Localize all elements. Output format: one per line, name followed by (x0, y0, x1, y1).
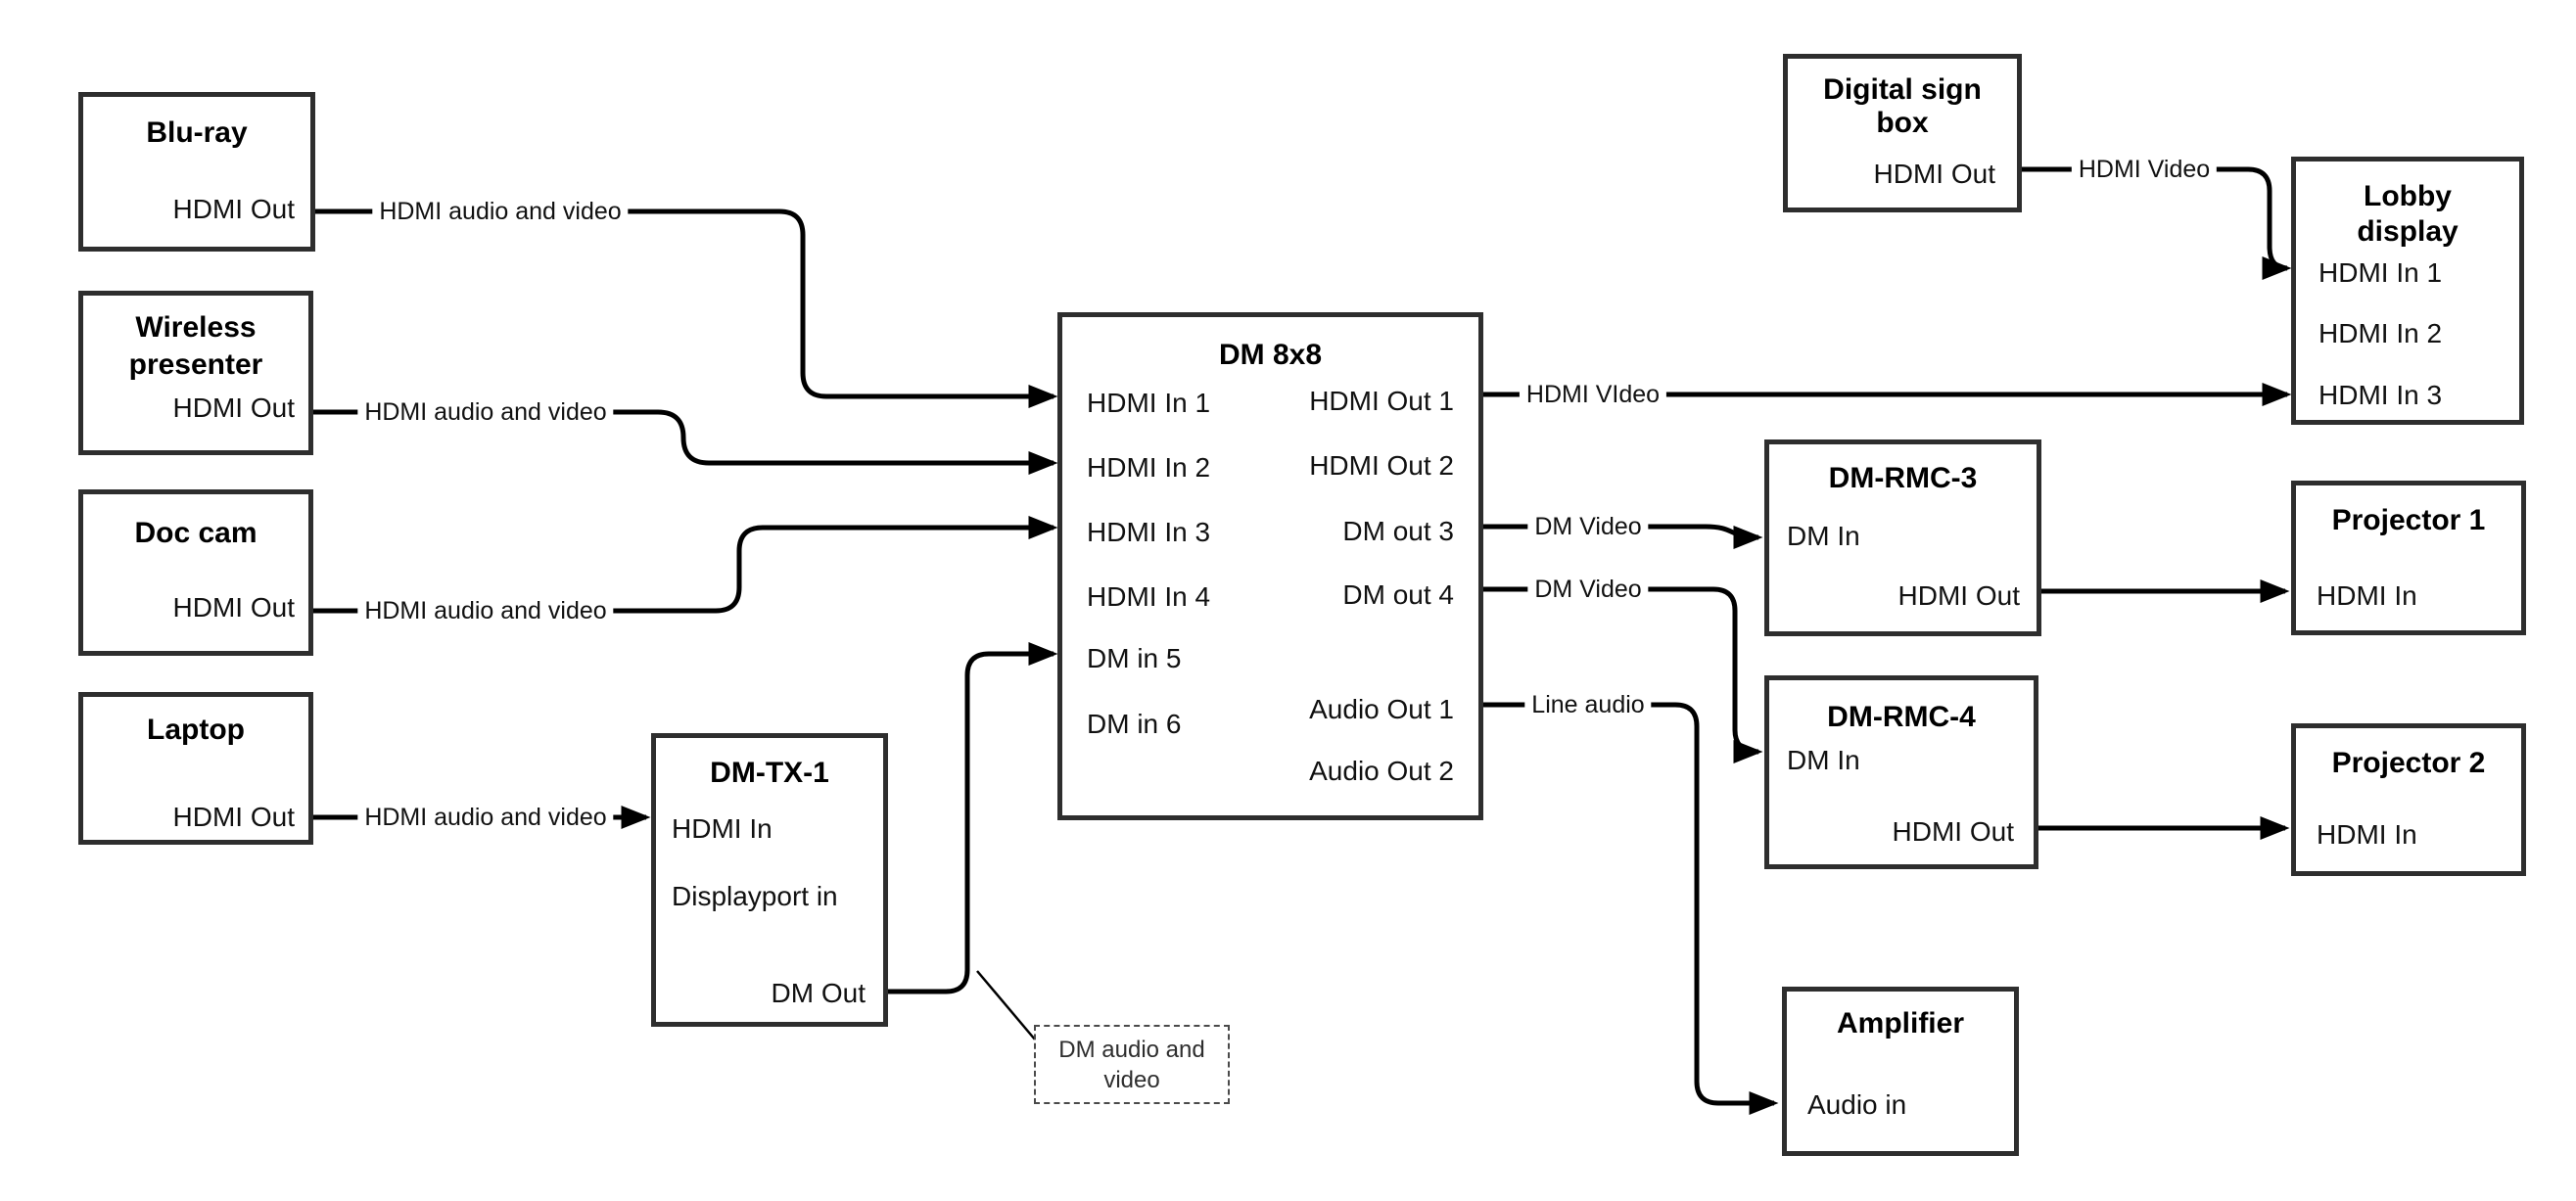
connector-dm8x8-audioout1-to-amplifier (1481, 702, 1779, 1115)
node-laptop: Laptop HDMI Out (78, 692, 313, 845)
node-projector-1: Projector 1 HDMI In (2291, 481, 2526, 635)
connector-bluray-to-dm8x8-hdmi-in1 (315, 208, 1058, 408)
node-dm-tx-1: DM-TX-1 HDMI In Displayport in DM Out (651, 733, 888, 1027)
port-dm-in: DM In (1787, 521, 1860, 551)
port-dm-out-3: DM out 3 (1342, 516, 1454, 546)
node-title: Projector 1 (2331, 504, 2486, 536)
connector-dmtx1-dmout-to-dm8x8-dm-in5 (886, 642, 1058, 994)
port-hdmi-in-1: HDMI In 1 (2318, 257, 2443, 288)
connector-wireless-to-dm8x8-hdmi-in2 (313, 409, 1058, 475)
node-title: Lobby display (2357, 180, 2459, 248)
node-title: DM 8x8 (1218, 339, 1323, 371)
port-dm-in-5: DM in 5 (1087, 643, 1182, 673)
node-title: Projector 2 (2331, 747, 2486, 779)
edge-label-hdmi-video-out1: HDMI VIdeo (1519, 380, 1667, 409)
port-hdmi-out: HDMI Out (1892, 816, 2014, 847)
node-title: Digital sign box (1823, 73, 1982, 139)
connector-digitalsign-to-lobby-hdmi-in1 (2020, 166, 2292, 280)
node-digital-sign-box: Digital sign box HDMI Out (1783, 54, 2022, 212)
port-hdmi-out-1: HDMI Out 1 (1309, 386, 1454, 416)
port-hdmi-out: HDMI Out (172, 802, 295, 832)
port-audio-out-1: Audio Out 1 (1309, 694, 1454, 724)
node-title: Laptop (147, 714, 245, 746)
edge-label-line-audio: Line audio (1524, 690, 1652, 719)
port-dm-in: DM In (1787, 745, 1860, 775)
edge-label-laptop-feed: HDMI audio and video (357, 803, 614, 832)
node-title: DM-RMC-4 (1827, 701, 1976, 733)
node-dm-rmc-4: DM-RMC-4 DM In HDMI Out (1764, 675, 2038, 869)
note-leader-line (976, 970, 1036, 1040)
port-dm-out-4: DM out 4 (1342, 579, 1454, 610)
connector-dm8x8-dmout4-to-dmrmc4-dmin (1481, 586, 1763, 763)
edge-label-bluray-feed: HDMI audio and video (372, 197, 629, 226)
node-title: Wireless presenter (128, 311, 263, 381)
port-hdmi-in-3: HDMI In 3 (1087, 517, 1211, 547)
edge-label-doccam-feed: HDMI audio and video (357, 596, 614, 625)
port-displayport-in: Displayport in (672, 881, 838, 911)
port-hdmi-in: HDMI In (2317, 819, 2417, 850)
node-doc-cam: Doc cam HDMI Out (78, 489, 313, 656)
port-hdmi-in-3: HDMI In 3 (2318, 380, 2443, 410)
annotation-dm-audio-and-video: DM audio and video (1034, 1025, 1230, 1104)
port-audio-out-2: Audio Out 2 (1309, 756, 1454, 786)
node-lobby-display: Lobby display HDMI In 1 HDMI In 2 HDMI I… (2291, 157, 2524, 425)
node-title: DM-RMC-3 (1828, 462, 1978, 494)
port-dm-out: DM Out (771, 978, 866, 1008)
node-amplifier: Amplifier Audio in (1782, 987, 2019, 1156)
port-hdmi-out: HDMI Out (172, 194, 295, 224)
connector-dm8x8-dmout3-to-dmrmc3-dmin (1481, 524, 1763, 549)
node-title: DM-TX-1 (710, 757, 829, 789)
node-title: Amplifier (1836, 1007, 1965, 1039)
port-hdmi-out: HDMI Out (1897, 580, 2020, 611)
node-blu-ray: Blu-ray HDMI Out (78, 92, 315, 252)
port-hdmi-in: HDMI In (672, 813, 773, 844)
node-projector-2: Projector 2 HDMI In (2291, 723, 2526, 876)
port-hdmi-in-1: HDMI In 1 (1087, 388, 1211, 418)
port-hdmi-in-2: HDMI In 2 (2318, 318, 2443, 348)
port-hdmi-in-4: HDMI In 4 (1087, 581, 1211, 612)
edge-label-dm-video-out4: DM Video (1527, 575, 1649, 604)
node-title: Doc cam (134, 517, 258, 549)
connector-doccam-to-dm8x8-hdmi-in3 (313, 516, 1058, 614)
node-dm-8x8: DM 8x8 HDMI In 1 HDMI In 2 HDMI In 3 HDM… (1057, 312, 1483, 820)
port-hdmi-in-2: HDMI In 2 (1087, 452, 1211, 483)
port-hdmi-out: HDMI Out (172, 592, 295, 623)
port-audio-in: Audio in (1807, 1089, 1907, 1120)
node-dm-rmc-3: DM-RMC-3 DM In HDMI Out (1764, 439, 2041, 636)
edge-label-digitalsign-hdmi-video: HDMI Video (2071, 155, 2218, 184)
port-hdmi-out-2: HDMI Out 2 (1309, 450, 1454, 481)
port-hdmi-out: HDMI Out (172, 393, 295, 423)
edge-label-wireless-feed: HDMI audio and video (357, 397, 614, 427)
edge-label-dm-video-out3: DM Video (1527, 512, 1649, 541)
port-dm-in-6: DM in 6 (1087, 709, 1182, 739)
node-wireless-presenter: Wireless presenter HDMI Out (78, 291, 313, 455)
node-title: Blu-ray (146, 116, 248, 149)
port-hdmi-out: HDMI Out (1873, 159, 1995, 189)
port-hdmi-in: HDMI In (2317, 580, 2417, 611)
